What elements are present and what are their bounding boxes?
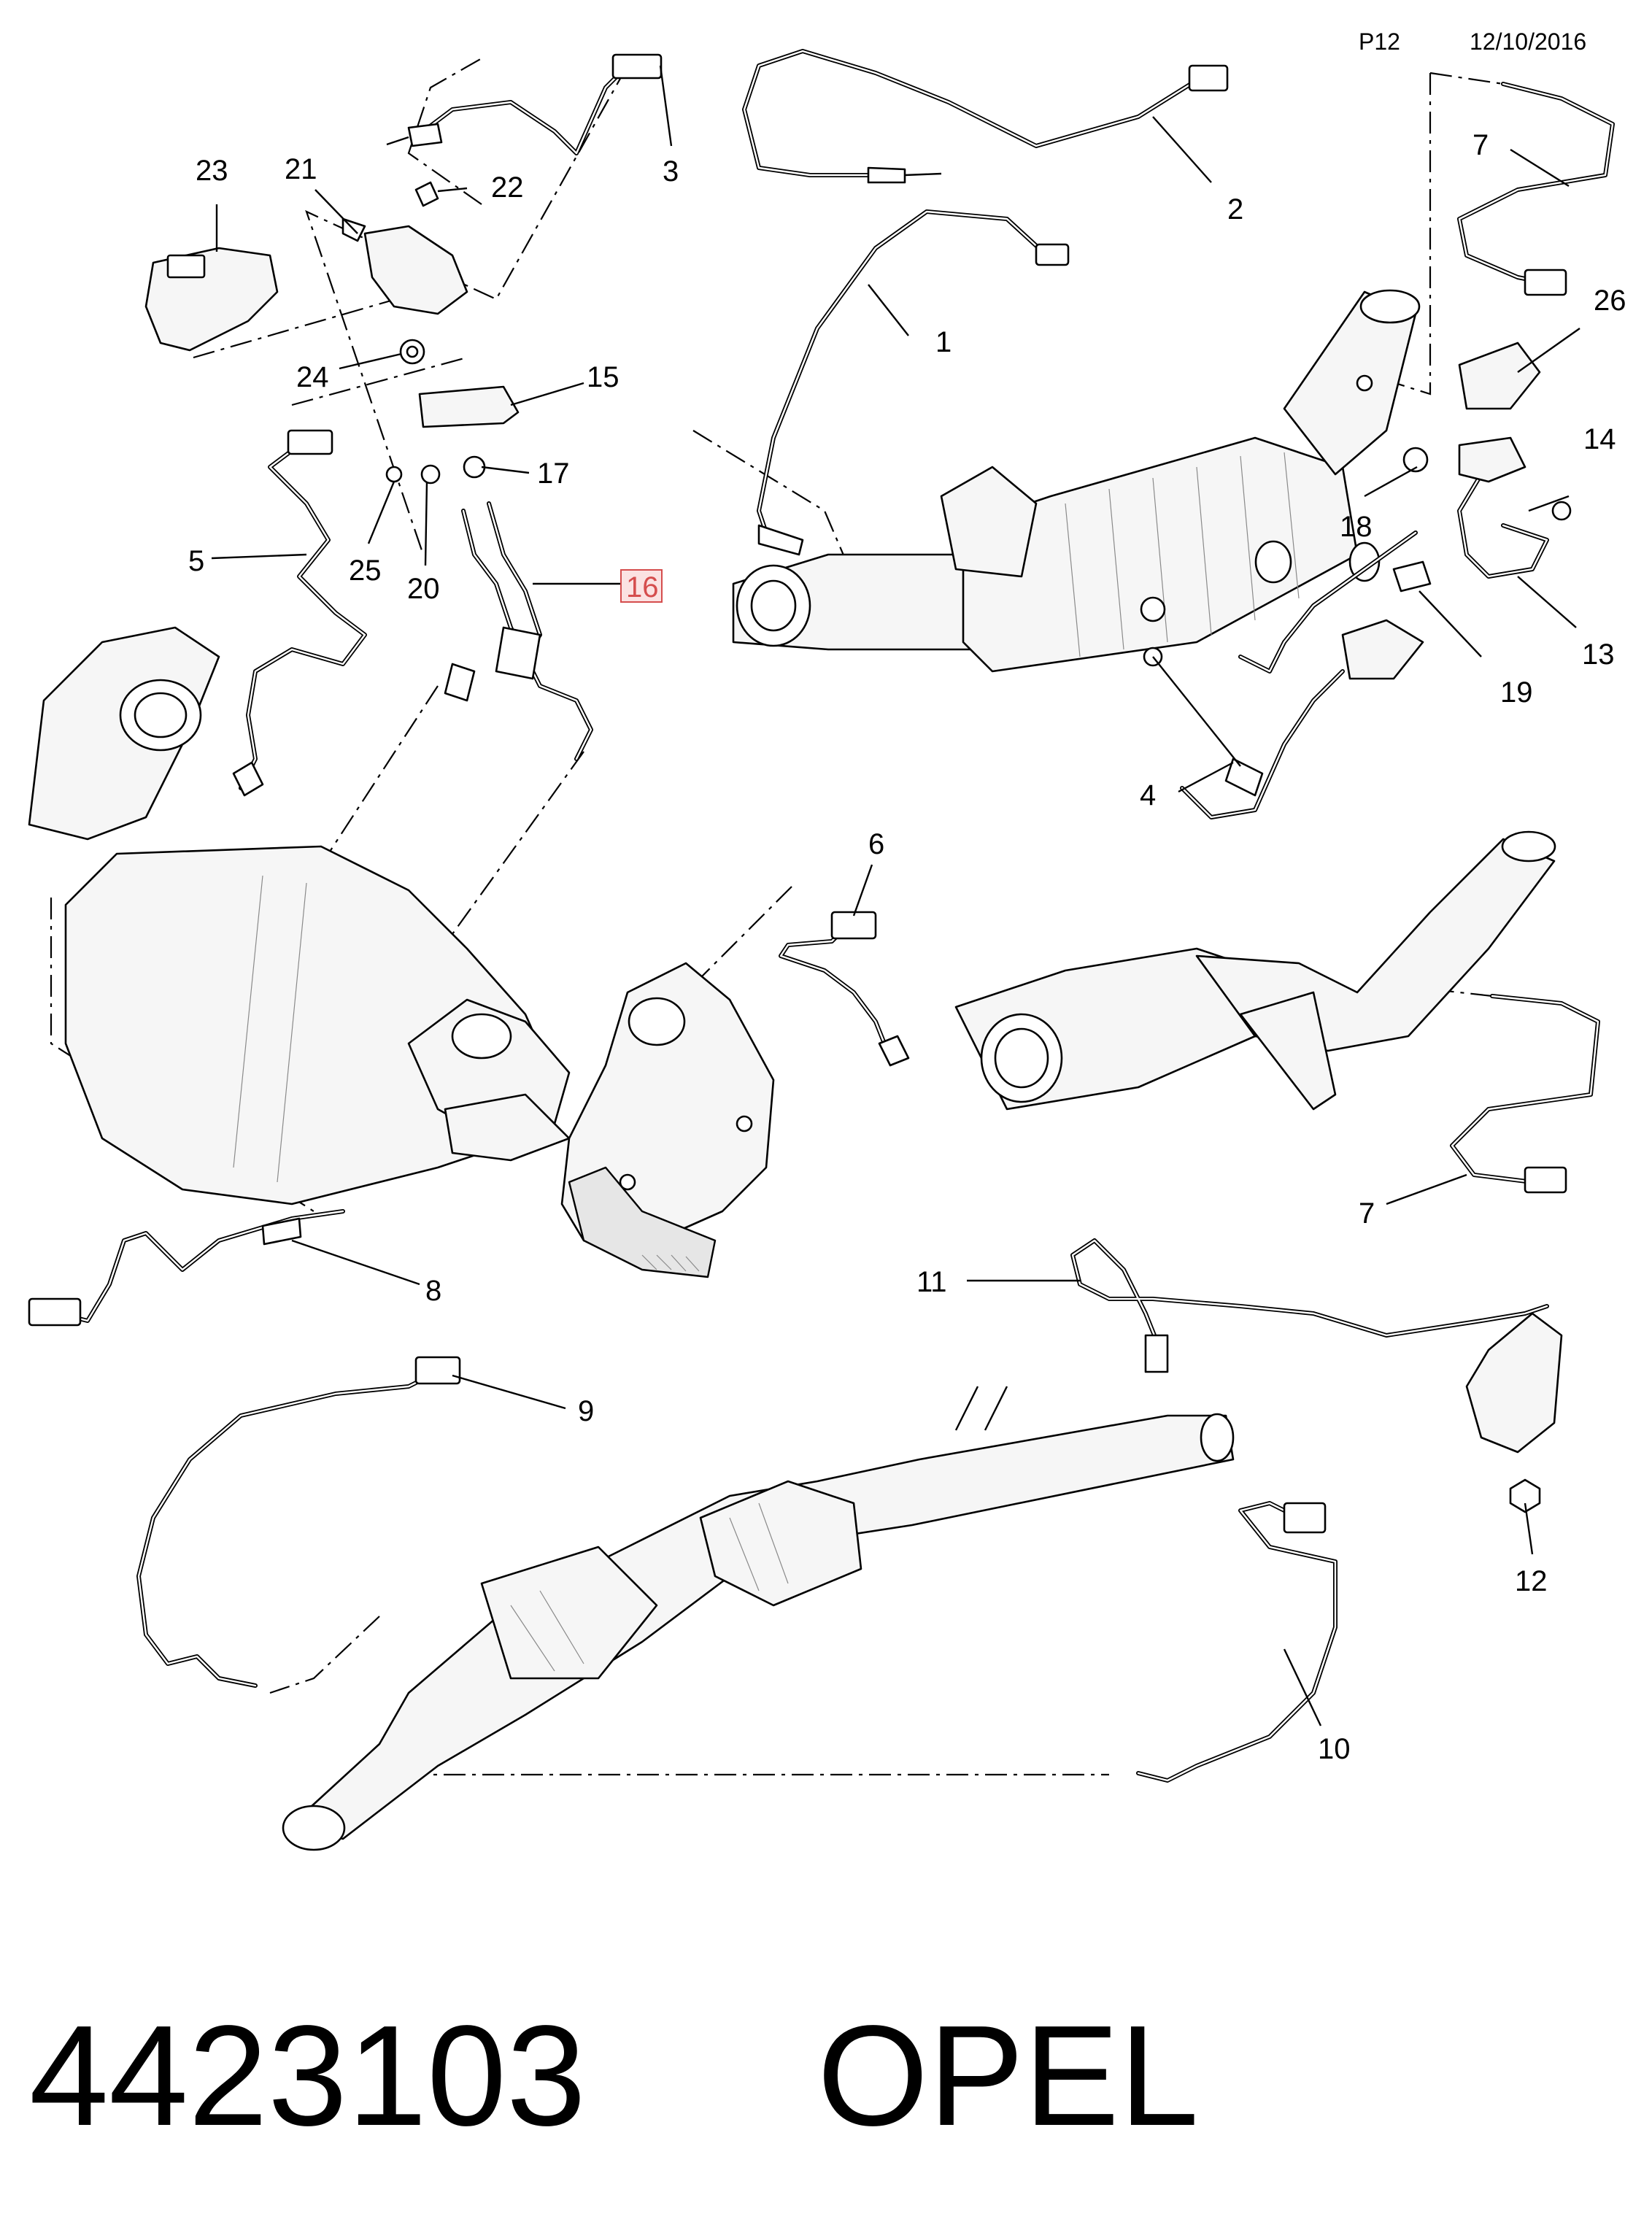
callout-18[interactable]: 18 — [1340, 511, 1373, 543]
callout-6[interactable]: 6 — [868, 828, 884, 860]
callout-17[interactable]: 17 — [537, 458, 570, 490]
callout-12[interactable]: 12 — [1515, 1565, 1548, 1597]
catalytic-converter-left — [28, 626, 571, 1205]
callout-labels: 1 2 3 4 5 6 7 7 8 9 10 11 12 13 14 15 16… — [188, 129, 1626, 1765]
diesel-particulate-filter-upper — [732, 289, 1421, 673]
brand-name: OPEL — [817, 1996, 1199, 2156]
callout-25[interactable]: 25 — [349, 555, 382, 587]
callout-24[interactable]: 24 — [296, 361, 329, 393]
callout-2[interactable]: 2 — [1227, 193, 1243, 225]
callout-21[interactable]: 21 — [285, 153, 317, 185]
leader-lines — [211, 65, 1580, 1726]
highlighted-callout-box — [620, 569, 663, 603]
egr-cooler — [560, 962, 775, 1278]
callout-7-upper[interactable]: 7 — [1472, 129, 1489, 161]
part-number: 4423103 — [29, 1996, 586, 2156]
callout-4[interactable]: 4 — [1140, 779, 1156, 811]
callout-14[interactable]: 14 — [1583, 423, 1616, 455]
callout-7-lower[interactable]: 7 — [1359, 1197, 1375, 1230]
callout-15[interactable]: 15 — [587, 361, 620, 393]
callout-9[interactable]: 9 — [578, 1395, 594, 1427]
callout-19[interactable]: 19 — [1500, 676, 1533, 709]
callout-13[interactable]: 13 — [1582, 638, 1615, 671]
callout-1[interactable]: 1 — [935, 326, 952, 358]
exhaust-pipe-lower — [282, 1386, 1235, 1851]
diagram-date: 12/10/2016 — [1470, 28, 1586, 55]
callout-20[interactable]: 20 — [407, 573, 440, 605]
callout-16[interactable]: 16 — [626, 571, 659, 603]
callout-26[interactable]: 26 — [1594, 285, 1626, 317]
exhaust-pipe-middle — [954, 830, 1556, 1111]
callout-22[interactable]: 22 — [491, 171, 524, 204]
callout-23[interactable]: 23 — [196, 155, 228, 187]
callout-11[interactable]: 11 — [916, 1266, 947, 1298]
page-code: P12 — [1359, 28, 1400, 55]
sensor-wiring — [28, 49, 1615, 1783]
callout-5[interactable]: 5 — [188, 545, 204, 577]
callout-10[interactable]: 10 — [1318, 1733, 1351, 1765]
callout-8[interactable]: 8 — [425, 1275, 441, 1307]
callout-3[interactable]: 3 — [663, 155, 679, 188]
small-components — [144, 181, 1572, 1513]
